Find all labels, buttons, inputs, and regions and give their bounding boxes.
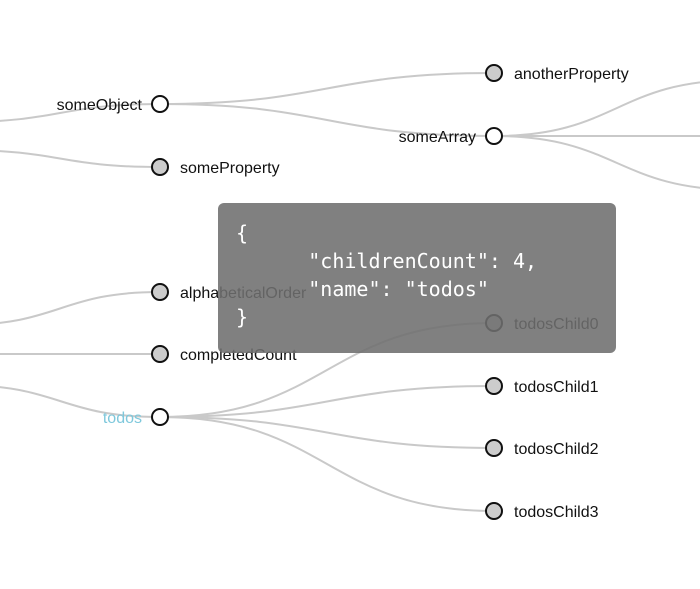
node-label-someObject: someObject [57, 97, 143, 114]
tree-link-todos-todosChild3 [159, 416, 495, 512]
tree-link-offscreen [493, 81, 700, 137]
tree-node-anotherProperty[interactable]: anotherProperty [485, 64, 629, 83]
node-circle-icon[interactable] [151, 158, 169, 176]
node-label-todosChild2: todosChild2 [514, 441, 599, 458]
node-label-todosChild1: todosChild1 [514, 379, 599, 396]
tree-link-offscreen [0, 150, 161, 168]
tree-node-someArray[interactable]: someArray [399, 127, 503, 146]
node-circle-icon[interactable] [151, 95, 169, 113]
tree-link-offscreen [493, 135, 700, 189]
node-label-todosChild0: todosChild0 [514, 316, 599, 333]
tree-link-todos-todosChild2 [159, 416, 495, 449]
node-label-someProperty: someProperty [180, 160, 280, 177]
node-circle-icon[interactable] [485, 314, 503, 332]
node-circle-icon[interactable] [485, 127, 503, 145]
tree-link-offscreen [0, 386, 161, 418]
node-circle-icon[interactable] [485, 439, 503, 457]
tree-node-alphabeticalOrder[interactable]: alphabeticalOrder [151, 283, 307, 302]
node-label-alphabeticalOrder: alphabeticalOrder [180, 285, 307, 302]
tree-node-completedCount[interactable]: completedCount [151, 345, 297, 364]
tree-node-todosChild0[interactable]: todosChild0 [485, 314, 599, 333]
node-label-anotherProperty: anotherProperty [514, 66, 629, 83]
tree-link-someObject-someArray [159, 103, 495, 137]
nodes-layer: someObject someProperty anotherProperty som… [57, 64, 629, 521]
tree-link-offscreen [0, 291, 161, 324]
node-circle-icon[interactable] [485, 64, 503, 82]
node-circle-icon[interactable] [151, 408, 169, 426]
tree-node-someProperty[interactable]: someProperty [151, 158, 280, 177]
tree-link-offscreen [0, 103, 161, 122]
node-label-todos: todos [103, 410, 142, 427]
node-label-todosChild3: todosChild3 [514, 504, 599, 521]
tree-link-someObject-anotherProperty [159, 72, 495, 105]
tree-node-todosChild2[interactable]: todosChild2 [485, 439, 599, 458]
links-layer [0, 72, 700, 512]
node-label-someArray: someArray [399, 129, 476, 146]
tree-node-someObject[interactable]: someObject [57, 95, 169, 114]
tree-node-todos[interactable]: todos [103, 408, 169, 427]
node-circle-icon[interactable] [151, 345, 169, 363]
tree-link-todos-todosChild0 [159, 322, 495, 418]
node-circle-icon[interactable] [485, 502, 503, 520]
tree-link-todos-todosChild1 [159, 385, 495, 418]
node-circle-icon[interactable] [151, 283, 169, 301]
tree-node-todosChild1[interactable]: todosChild1 [485, 377, 599, 396]
tree-node-todosChild3[interactable]: todosChild3 [485, 502, 599, 521]
node-label-completedCount: completedCount [180, 347, 297, 364]
node-circle-icon[interactable] [485, 377, 503, 395]
